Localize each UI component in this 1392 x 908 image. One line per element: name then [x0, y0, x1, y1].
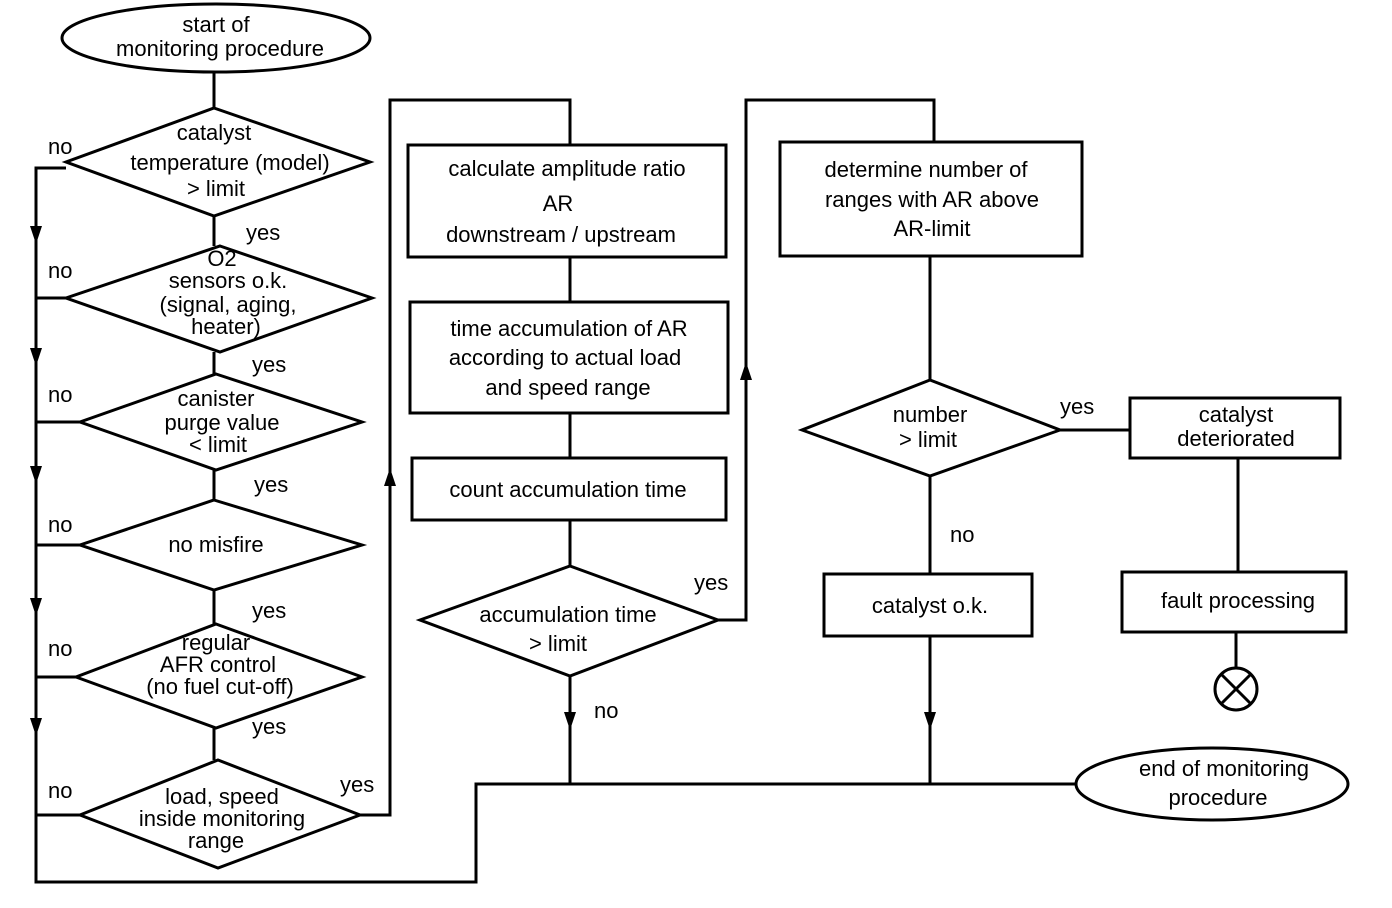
decision-canister-purge: canister purge value < limit	[75, 372, 367, 472]
label-yes-1: yes	[246, 220, 280, 245]
afr-line-3: (no fuel cut-off)	[146, 674, 294, 699]
arrow-down-3	[30, 466, 42, 484]
arrow-down-accum-no	[564, 712, 576, 730]
misfire-line-1: no misfire	[168, 532, 263, 557]
label-yes-accum: yes	[694, 570, 728, 595]
decision-regular-afr: regular AFR control (no fuel cut-off)	[71, 622, 367, 730]
accum-limit-line-2: > limit	[529, 631, 587, 656]
decision-number-limit: number > limit	[797, 378, 1065, 478]
catalyst-temp-line-3: > limit	[187, 176, 245, 201]
determine-line-2: ranges with AR above	[825, 187, 1039, 212]
fault-terminator-cross-icon	[1213, 666, 1259, 712]
end-terminator: end of monitoring procedure	[1074, 746, 1350, 822]
catalyst-temp-line-2: temperature (model)	[130, 150, 329, 175]
start-line-1: start of	[182, 12, 250, 37]
cat-ok-line-1: catalyst o.k.	[872, 593, 988, 618]
label-no-6: no	[48, 778, 72, 803]
time-accum-line-3: and speed range	[485, 375, 650, 400]
label-yes-number: yes	[1060, 394, 1094, 419]
label-no-4: no	[48, 512, 72, 537]
connectors	[34, 72, 1240, 884]
time-accum-line-1: time accumulation of AR	[450, 316, 687, 341]
deteriorated-line-1: catalyst	[1199, 402, 1274, 427]
end-line-2: procedure	[1168, 785, 1267, 810]
number-limit-line-1: number	[893, 402, 968, 427]
count-time-line-1: count accumulation time	[449, 477, 686, 502]
edge-accum-limit-yes	[718, 98, 936, 622]
load-speed-line-1: load, speed	[165, 784, 279, 809]
branch-labels: no yes no yes no yes no yes no yes no ye…	[48, 134, 1094, 803]
deteriorated-line-2: deteriorated	[1177, 426, 1294, 451]
label-yes-6: yes	[340, 772, 374, 797]
decision-no-misfire: no misfire	[75, 498, 368, 592]
determine-line-3: AR-limit	[894, 216, 971, 241]
process-catalyst-ok: catalyst o.k.	[822, 572, 1034, 638]
process-determine-ranges: determine number of ranges with AR above…	[778, 140, 1084, 258]
arrow-down-5	[30, 718, 42, 736]
edge-load-speed-yes	[360, 98, 572, 817]
calc-ar-line-2: AR	[543, 191, 574, 216]
process-count-accumulation-time: count accumulation time	[410, 456, 728, 522]
afr-line-1: regular	[182, 630, 250, 655]
label-yes-2: yes	[252, 352, 286, 377]
o2-line-1: O2	[207, 246, 236, 271]
label-no-2: no	[48, 258, 72, 283]
arrow-down-1	[30, 226, 42, 244]
label-no-5: no	[48, 636, 72, 661]
determine-line-1: determine number of	[825, 157, 1029, 182]
load-speed-line-3: range	[188, 828, 244, 853]
accum-limit-line-1: accumulation time	[479, 602, 656, 627]
process-time-accumulation: time accumulation of AR according to act…	[408, 300, 730, 415]
label-yes-5: yes	[252, 714, 286, 739]
calc-ar-line-3: downstream / upstream	[446, 222, 676, 247]
catalyst-temp-line-1: catalyst	[177, 120, 252, 145]
arrow-down-cat-ok	[924, 712, 936, 730]
arrow-down-2	[30, 348, 42, 366]
fault-line-1: fault processing	[1161, 588, 1315, 613]
label-yes-4: yes	[252, 598, 286, 623]
process-catalyst-deteriorated: catalyst deteriorated	[1128, 396, 1342, 460]
o2-line-3: (signal, aging,	[160, 292, 297, 317]
decision-o2-sensors: O2 sensors o.k. (signal, aging, heater)	[61, 244, 377, 354]
canister-line-3: < limit	[189, 432, 247, 457]
label-no-1: no	[48, 134, 72, 159]
afr-line-2: AFR control	[160, 652, 276, 677]
process-calculate-ar: calculate amplitude ratio AR downstream …	[406, 143, 728, 259]
decision-catalyst-temperature: catalyst temperature (model) > limit	[61, 106, 375, 218]
end-line-1: end of monitoring	[1139, 756, 1309, 781]
start-terminator: start of monitoring procedure	[60, 2, 372, 74]
arrow-up-accum	[740, 362, 752, 380]
canister-line-2: purge value	[165, 410, 280, 435]
load-speed-line-2: inside monitoring	[139, 806, 305, 831]
arrow-down-4	[30, 598, 42, 616]
decision-load-speed: load, speed inside monitoring range	[75, 758, 365, 870]
canister-line-1: canister	[177, 386, 254, 411]
label-no-number: no	[950, 522, 974, 547]
time-accum-line-2: according to actual load	[449, 345, 681, 370]
label-no-accum: no	[594, 698, 618, 723]
arrowheads	[30, 226, 936, 736]
calc-ar-line-1: calculate amplitude ratio	[448, 156, 685, 181]
o2-line-4: heater)	[191, 314, 261, 339]
arrow-up-load-speed	[384, 468, 396, 486]
process-fault-processing: fault processing	[1120, 570, 1348, 634]
start-line-2: monitoring procedure	[116, 36, 324, 61]
no-bus-left	[34, 166, 1076, 884]
label-yes-3: yes	[254, 472, 288, 497]
number-limit-line-2: > limit	[899, 427, 957, 452]
label-no-3: no	[48, 382, 72, 407]
decision-accumulation-limit: accumulation time > limit	[415, 564, 723, 678]
o2-line-2: sensors o.k.	[169, 268, 288, 293]
